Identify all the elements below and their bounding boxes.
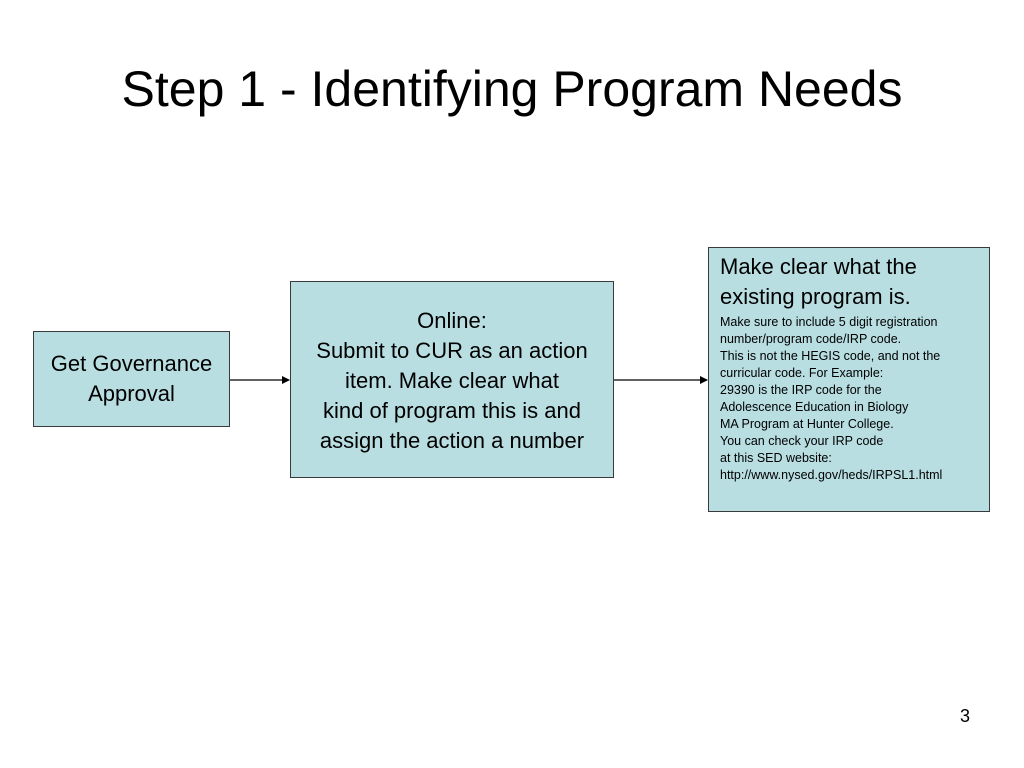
node-governance-label: Get Governance Approval [50,351,213,406]
node-governance-approval: Get Governance Approval [33,331,230,427]
node-details-body: Make sure to include 5 digit registratio… [720,315,943,482]
node-online-submit: Online: Submit to CUR as an action item.… [290,281,614,478]
page-number: 3 [959,706,970,726]
node-details-heading: Make clear what the existing program is. [720,254,917,309]
node-program-details: Make clear what the existing program is.… [708,247,990,512]
node-online-label: Online: Submit to CUR as an action item.… [316,308,588,453]
slide-title: Step 1 - Identifying Program Needs [121,61,903,117]
